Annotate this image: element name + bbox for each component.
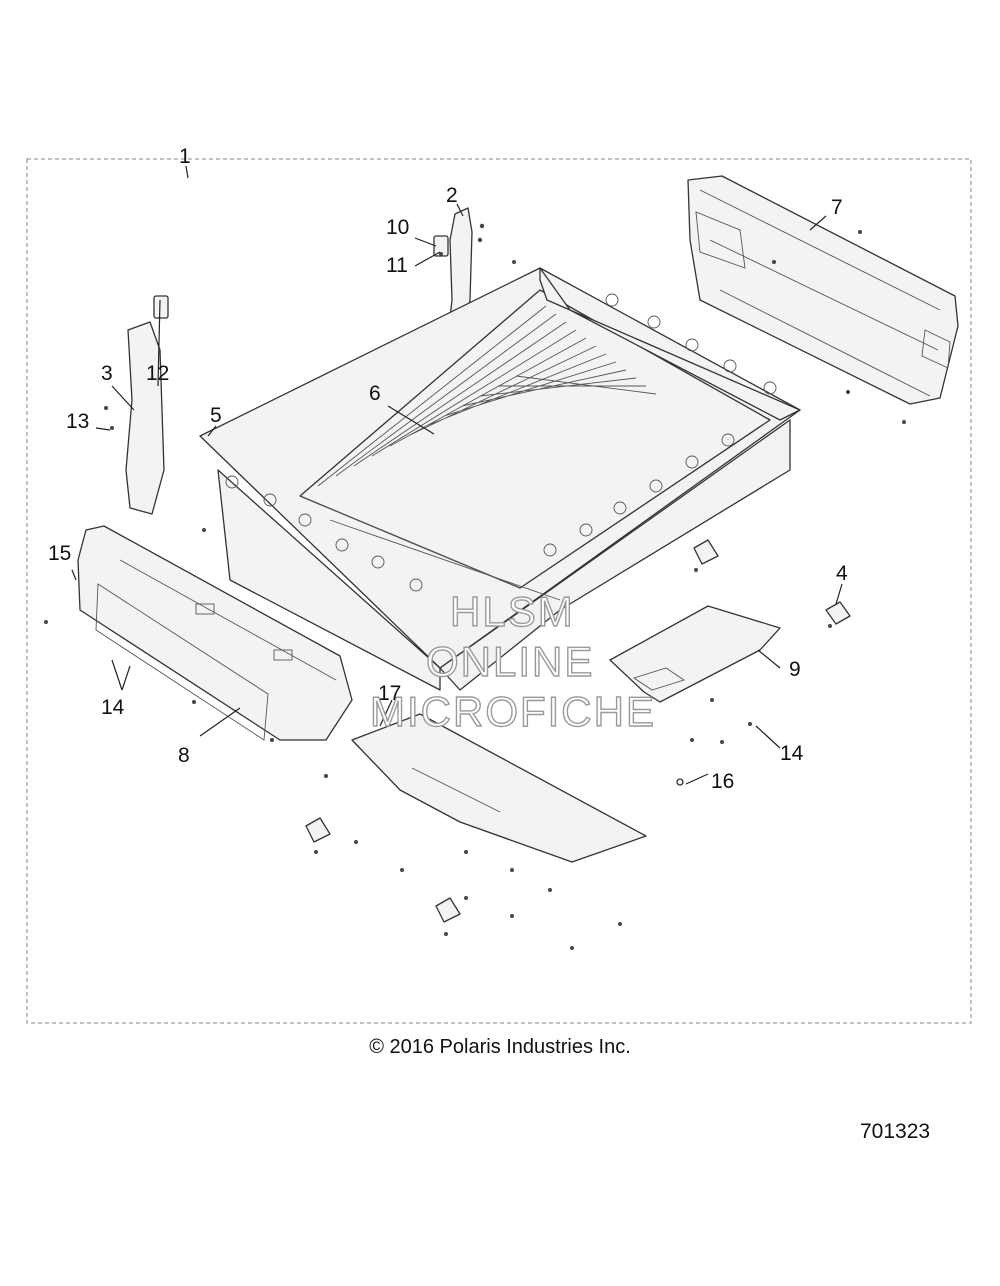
callout-16: 16 — [711, 770, 734, 793]
part-4-clip-center — [693, 539, 719, 565]
callout-15: 15 — [48, 542, 71, 565]
part-7-front-panel — [687, 175, 959, 405]
watermark-line-1: HLSM — [450, 588, 575, 635]
callout-13: 13 — [66, 410, 89, 433]
part-8-tailgate — [77, 525, 353, 741]
callout-14-left: 14 — [101, 696, 125, 719]
watermark-line-3: MICROFICHE — [370, 688, 656, 735]
callout-12: 12 — [146, 362, 169, 385]
callout-7: 7 — [831, 196, 843, 219]
copyright-notice: © 2016 Polaris Industries Inc. — [369, 1036, 631, 1058]
watermark-line-2: ONLINE — [426, 638, 594, 685]
drawing-number: 701323 — [860, 1120, 931, 1143]
callout-8: 8 — [178, 744, 190, 767]
callout-14-right: 14 — [780, 742, 804, 765]
callout-17: 17 — [378, 682, 401, 705]
assembly-frame — [26, 158, 972, 1024]
callout-1: 1 — [179, 145, 191, 168]
part-17-panel — [351, 713, 647, 863]
callout-9: 9 — [789, 658, 801, 681]
callout-10: 10 — [386, 216, 409, 239]
part-3-bracket — [104, 295, 169, 515]
rim-holes — [225, 293, 777, 592]
callout-3: 3 — [101, 362, 113, 385]
part-16-washer — [676, 778, 684, 786]
part-4-clip-bottom — [435, 897, 461, 923]
part-6-cargo-box — [199, 267, 801, 691]
callout-5: 5 — [210, 404, 222, 427]
part-10-latch — [433, 235, 449, 257]
callout-labels: 1 2 3 4 5 6 7 8 9 10 11 12 13 14 14 15 1… — [48, 145, 848, 793]
part-4-clip — [825, 601, 851, 625]
callout-6: 6 — [369, 382, 381, 405]
watermark: HLSM ONLINE MICROFICHE — [369, 587, 656, 735]
callout-2: 2 — [446, 184, 458, 207]
hardware-fasteners — [44, 230, 906, 950]
leader-lines — [71, 165, 843, 785]
callout-11: 11 — [386, 254, 408, 277]
callout-4: 4 — [836, 562, 848, 585]
part-9-skid-plate — [609, 605, 781, 703]
part-4-clip-lower — [305, 817, 331, 843]
